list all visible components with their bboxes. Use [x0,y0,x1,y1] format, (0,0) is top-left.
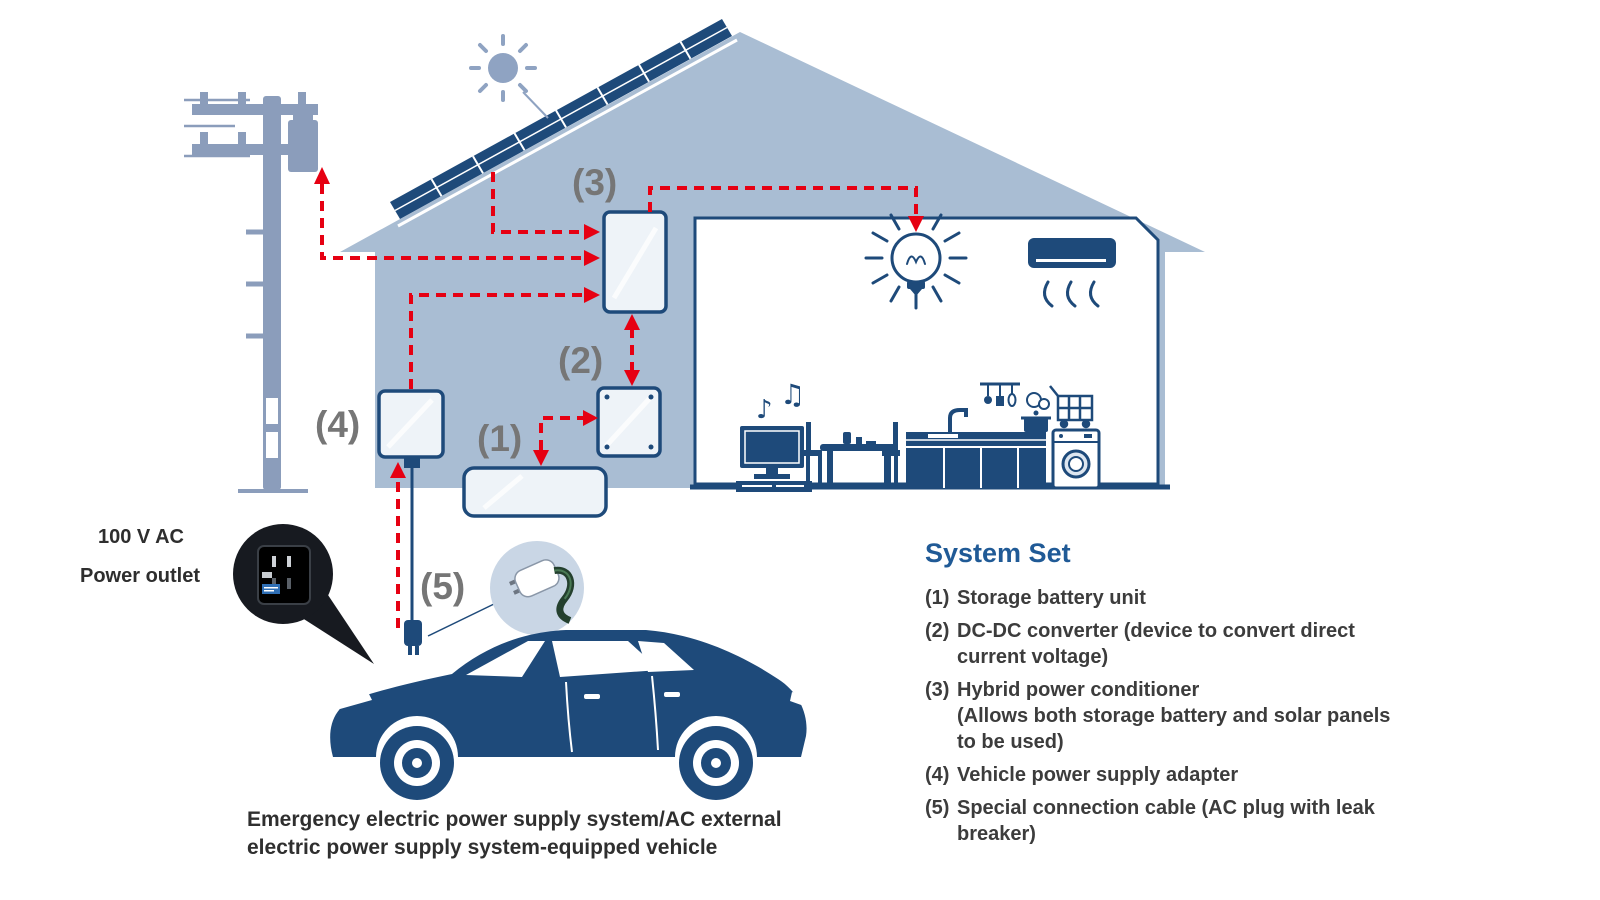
legend-item-text: Hybrid power conditioner (Allows both st… [957,679,1391,753]
cooking-pot-icon [1021,392,1051,432]
faucet-icon [948,408,968,432]
plug-icon [404,620,422,646]
front-window [552,641,660,677]
front-wheel [380,726,454,800]
tv-icon [736,426,812,492]
arrowheads [314,167,924,478]
legend-item-2: (2) DC-DC converter (device to convert d… [925,618,1565,670]
music-note-icon: ♪ [756,395,773,425]
ac-plug-icon [509,559,575,624]
rear-window [638,641,694,672]
legend-item-text: Vehicle power supply adapter [957,764,1239,786]
arrow-conditioner-to-loads [648,186,918,218]
vehicle-adapter-box [377,389,445,468]
vehicle-caption: Emergency electric power supply system/A… [247,808,782,859]
power-lines [184,98,250,158]
side-mirror [540,658,554,667]
legend-item-number: (5) [925,797,950,819]
sun-icon [469,34,549,119]
cart-icon [1049,385,1094,429]
label-converter-number: (2) [558,340,604,381]
taillight-icon [790,692,806,706]
vehicle [330,630,807,800]
legend-item-number: (4) [925,764,950,786]
label-battery-number: (1) [477,418,523,459]
outlet-callout [233,524,374,664]
label-cable-number: (5) [420,566,466,607]
label-adapter-number: (4) [315,404,361,445]
transformer-icon [288,120,318,172]
arrow-solar-to-conditioner [491,172,584,234]
music-notes-icon: ♫ [780,378,805,411]
utensils-icon [980,382,1020,407]
airflow-icon [1043,280,1100,308]
legend-title: System Set [925,538,1071,568]
system-set-legend: System Set (1) Storage battery unit (2) … [925,538,1565,854]
rear-wheel [679,726,753,800]
label-conditioner-number: (3) [572,162,618,203]
legend-item-3: (3) Hybrid power conditioner (Allows bot… [925,677,1565,755]
washing-machine-icon [1051,428,1101,490]
arrow-battery-converter [539,416,583,450]
legend-item-number: (2) [925,620,950,642]
arrow-grid-to-conditioner [320,184,584,260]
legend-item-number: (3) [925,679,950,701]
legend-item-4: (4) Vehicle power supply adapter [925,762,1565,788]
hybrid-power-conditioner-box [602,210,668,314]
windshield [466,641,545,677]
dc-dc-converter-box [596,386,662,458]
legend-item-text: Special connection cable (AC plug with l… [957,797,1375,845]
storage-battery-box [462,466,608,518]
light-bulb-icon [864,213,968,310]
utility-pole [184,92,318,493]
adapter-cable [404,467,422,655]
plug-callout [427,541,584,637]
solar-panel-icon [390,19,738,228]
headlight-icon [336,692,372,709]
legend-item-text: DC-DC converter (device to convert direc… [957,620,1355,668]
energy-flow-arrows [320,172,918,628]
laundry-area-icon [1049,385,1101,490]
kitchen-icon [906,382,1051,488]
air-conditioner-icon [1028,238,1116,308]
outlet-voltage-label: 100 V AC [98,526,184,548]
legend-item-1: (1) Storage battery unit [925,585,1565,611]
dining-set-icon [804,422,900,488]
legend-item-text: Storage battery unit [957,587,1146,609]
arrow-adapter-to-conditioner [409,293,584,389]
sink-icon [928,434,958,438]
legend-item-5: (5) Special connection cable (AC plug wi… [925,795,1565,847]
legend-item-number: (1) [925,587,950,609]
outlet-name-label: Power outlet [80,565,201,587]
